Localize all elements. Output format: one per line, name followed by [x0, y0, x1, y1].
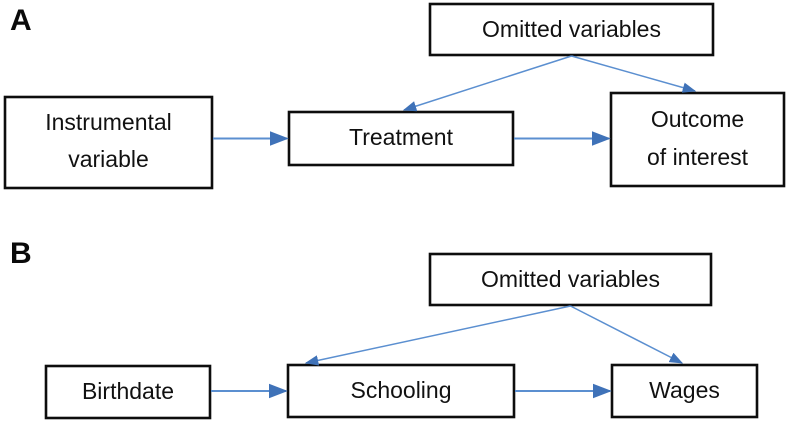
panel-a-label: A: [10, 4, 32, 37]
panel-b-outcome-label: Wages: [649, 377, 720, 403]
panel-b-treatment-box[interactable]: [286, 363, 516, 419]
panel-a-node-treatment[interactable]: Treatment: [287, 110, 515, 167]
panel-a-node-confounder[interactable]: Omitted variables: [428, 2, 715, 57]
panel-a-instrument-label-line1: Instrumental: [45, 109, 172, 135]
panel-a-instrument-box[interactable]: [3, 95, 214, 190]
panel-a-treatment-box[interactable]: [287, 110, 515, 167]
panel-b-treatment-label: Schooling: [350, 377, 451, 403]
panel-a: A Omitted variables Instrumental variabl…: [3, 2, 786, 190]
panel-b-node-outcome[interactable]: Wages: [610, 363, 759, 419]
panel-b-node-treatment[interactable]: Schooling: [286, 363, 516, 419]
panel-a-confounder-label: Omitted variables: [482, 16, 661, 42]
panel-b-node-confounder[interactable]: Omitted variables: [428, 252, 713, 307]
panel-b-confounder-label: Omitted variables: [481, 266, 660, 292]
panel-a-instrument-label-line2: variable: [68, 146, 149, 172]
panel-a-treatment-label: Treatment: [349, 124, 454, 150]
panel-b-edge-confounder-to-wages: [570, 305, 684, 364]
panel-b-confounder-box[interactable]: [428, 252, 713, 307]
panel-b-instrument-label: Birthdate: [82, 378, 174, 404]
panel-b-instrument-box[interactable]: [44, 364, 212, 420]
panel-a-edge-confounder-to-treatment: [402, 55, 572, 112]
panel-b-edge-confounder-to-schooling: [304, 305, 571, 366]
panel-b-outcome-box[interactable]: [610, 363, 759, 419]
panel-b: B Omitted variables Birthdate Schooling …: [10, 237, 759, 420]
panel-a-outcome-box[interactable]: [609, 91, 786, 188]
panel-a-outcome-label-line2: of interest: [647, 144, 749, 170]
panel-b-label: B: [10, 237, 32, 270]
panel-a-edge-confounder-to-outcome: [571, 55, 697, 93]
panel-a-node-outcome[interactable]: Outcome of interest: [609, 91, 786, 188]
panel-a-outcome-label-line1: Outcome: [651, 106, 744, 132]
panel-b-node-instrument[interactable]: Birthdate: [44, 364, 212, 420]
panel-a-node-instrument[interactable]: Instrumental variable: [3, 95, 214, 190]
panel-a-confounder-box[interactable]: [428, 2, 715, 57]
